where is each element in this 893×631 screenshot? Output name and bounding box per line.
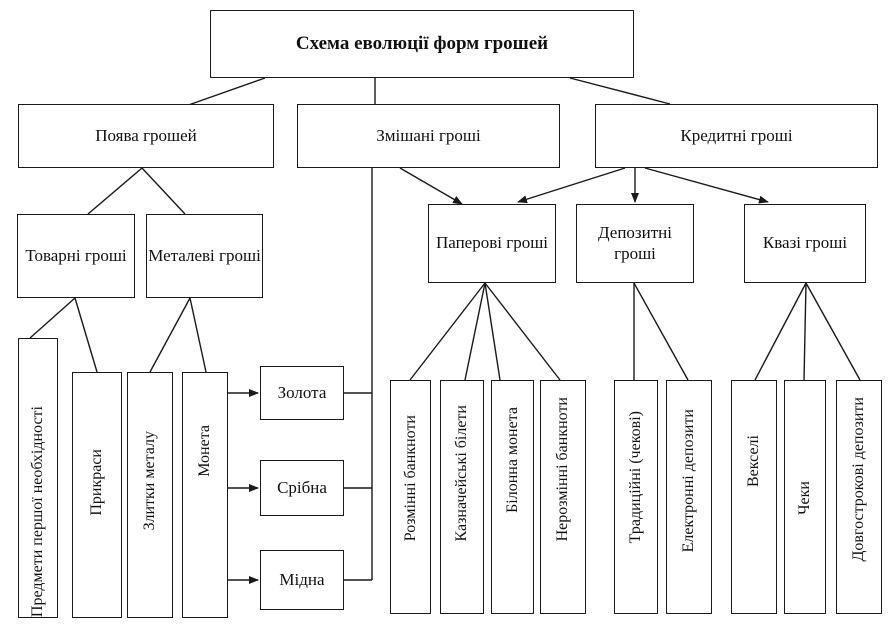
quasi-box: Квазі гроші — [744, 204, 866, 283]
link-paper-nonexchangeable — [484, 282, 561, 381]
link-emergence-metal — [141, 167, 186, 215]
paper-box: Паперові гроші — [428, 204, 556, 283]
treasury-box: Казначейські білети — [440, 380, 484, 614]
commodity-label: Товарні гроші — [25, 245, 127, 265]
jewelry-box: Прикраси — [72, 372, 122, 618]
link-commodity-necessities — [29, 297, 76, 339]
emergence-label: Поява грошей — [95, 125, 197, 145]
title-text: Схема еволюції форм грошей — [295, 32, 549, 54]
copper-coin-box: Мідна — [260, 550, 344, 610]
mixed-label: Змішані гроші — [376, 125, 481, 145]
cheques-label: Чеки — [796, 481, 814, 515]
metal-label: Металеві гроші — [148, 245, 261, 265]
link-emergence-commodity — [87, 167, 143, 215]
link-paper-billon — [484, 282, 501, 381]
gold-coin-label: Золота — [277, 382, 327, 402]
treasury-label: Казначейські білети — [453, 405, 471, 542]
paper-label: Паперові гроші — [435, 233, 549, 253]
cheques-box: Чеки — [784, 380, 826, 614]
nonexchangeable-box: Нерозмінні банкноти — [540, 380, 586, 614]
emergence-box: Поява грошей — [18, 104, 274, 168]
billon-box: Білонна монета — [491, 380, 534, 614]
mixed-box: Змішані гроші — [297, 104, 560, 168]
bills-box: Векселі — [731, 380, 777, 614]
silver-coin-box: Срібна — [260, 460, 344, 516]
link-deposit-electronic — [633, 282, 689, 381]
link-paper-exchangeable — [409, 282, 486, 381]
coin-box: Монета — [182, 372, 228, 618]
metal-box: Металеві гроші — [146, 214, 263, 298]
longterm-box: Довгострокові депозити — [836, 380, 882, 614]
electronic-label: Електронні депозити — [680, 409, 698, 553]
credit-label: Кредитні гроші — [680, 125, 793, 145]
nonexchangeable-label: Нерозмінні банкноти — [554, 397, 572, 542]
title-box: Схема еволюції форм грошей — [210, 10, 634, 78]
coin-label: Монета — [196, 425, 214, 477]
traditional-box: Традиційні (чекові) — [614, 380, 658, 614]
link-credit-quasi — [644, 167, 769, 204]
credit-box: Кредитні гроші — [595, 104, 878, 168]
traditional-label: Традиційні (чекові) — [627, 411, 645, 544]
necessities-box: Предмети першої необхідності — [18, 338, 58, 618]
copper-coin-label: Мідна — [279, 569, 325, 589]
jewelry-label: Прикраси — [88, 449, 106, 516]
link-title-credit — [569, 77, 671, 105]
exchangeable-box: Розмінні банкноти — [390, 380, 431, 614]
link-commodity-jewelry — [74, 297, 98, 373]
quasi-label: Квазі гроші — [762, 233, 848, 253]
electronic-box: Електронні депозити — [666, 380, 712, 614]
deposit-box: Депозитні гроші — [576, 204, 694, 283]
billon-label: Білонна монета — [503, 407, 521, 513]
link-credit-paper — [517, 167, 626, 204]
ingots-box: Злитки металу — [127, 372, 173, 618]
exchangeable-label: Розмінні банкноти — [401, 415, 419, 542]
necessities-label: Предмети першої необхідності — [29, 405, 47, 617]
ingots-label: Злитки металу — [141, 431, 159, 531]
link-quasi-cheques — [803, 282, 807, 381]
deposit-label: Депозитні гроші — [597, 223, 672, 263]
link-title-emergence — [179, 77, 266, 109]
link-mixed-paper — [399, 167, 463, 205]
gold-coin-box: Золота — [260, 366, 344, 420]
silver-coin-label: Срібна — [277, 477, 327, 497]
longterm-label: Довгострокові депозити — [850, 397, 868, 562]
bills-label: Векселі — [745, 435, 763, 487]
link-quasi-longterm — [805, 282, 861, 381]
link-metal-ingots — [149, 297, 191, 373]
link-metal-coin — [189, 297, 207, 373]
link-paper-treasury — [464, 282, 486, 381]
commodity-box: Товарні гроші — [17, 214, 135, 298]
link-quasi-bills — [754, 282, 807, 381]
